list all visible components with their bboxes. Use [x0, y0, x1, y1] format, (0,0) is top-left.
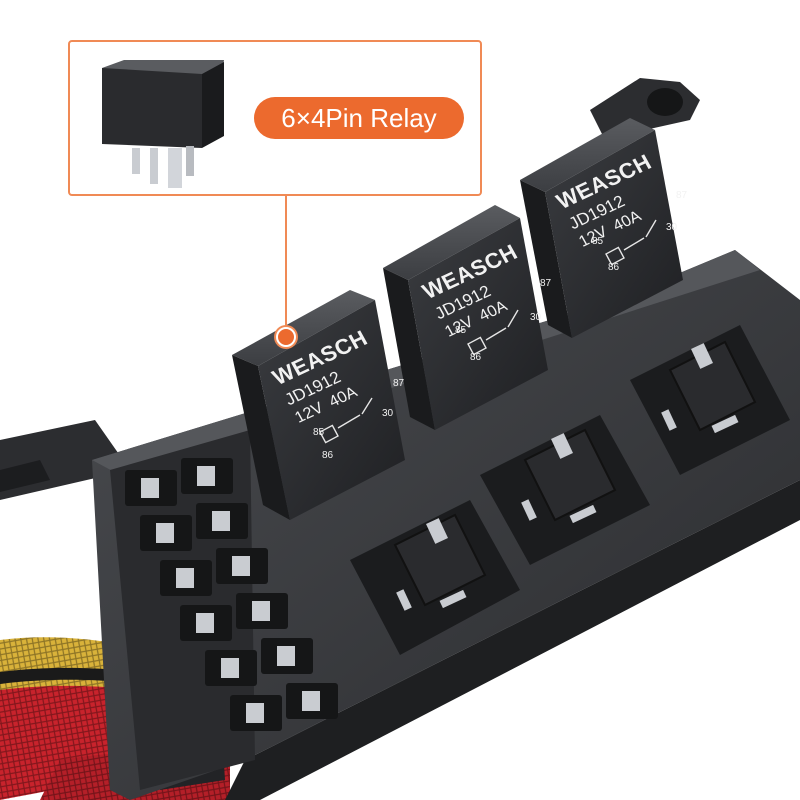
relay-3-schematic: [605, 219, 657, 266]
relay-callout-box: 6×4Pin Relay: [68, 40, 482, 196]
relay-1-schematic: [319, 397, 373, 444]
single-relay-closeup: [102, 60, 224, 188]
relay-2-schematic: [467, 309, 519, 356]
relay-1-pin-85: 85: [313, 427, 325, 438]
relay-1: [232, 290, 405, 520]
relay-1-pin-87: 87: [393, 378, 405, 389]
relay-socket-3: [630, 325, 790, 475]
relay-3-pin-85: 85: [592, 236, 604, 247]
relay-2-pin-86: 86: [470, 352, 482, 363]
relay-1-pin-86: 86: [322, 450, 334, 461]
callout-leader-line: [285, 196, 287, 334]
relay-2-pin-30: 30: [530, 312, 542, 323]
relay-3-pin-30: 30: [666, 222, 678, 233]
relay-3-pin-87: 87: [676, 190, 688, 201]
relay-callout-label: 6×4Pin Relay: [254, 97, 464, 139]
relay-2: [383, 205, 548, 430]
relay-socket-1: [350, 500, 520, 655]
relay-1-pin-30: 30: [382, 408, 394, 419]
relay-socket-2: [480, 415, 650, 565]
relay-2-pin-85: 85: [455, 325, 467, 336]
mounting-bracket-left: [0, 420, 130, 500]
fuse-slot-grid: [125, 458, 338, 731]
callout-marker-dot: [276, 327, 296, 347]
relay-3-pin-86: 86: [608, 262, 620, 273]
relay-2-pin-87: 87: [540, 278, 552, 289]
relay-3: [520, 118, 683, 338]
